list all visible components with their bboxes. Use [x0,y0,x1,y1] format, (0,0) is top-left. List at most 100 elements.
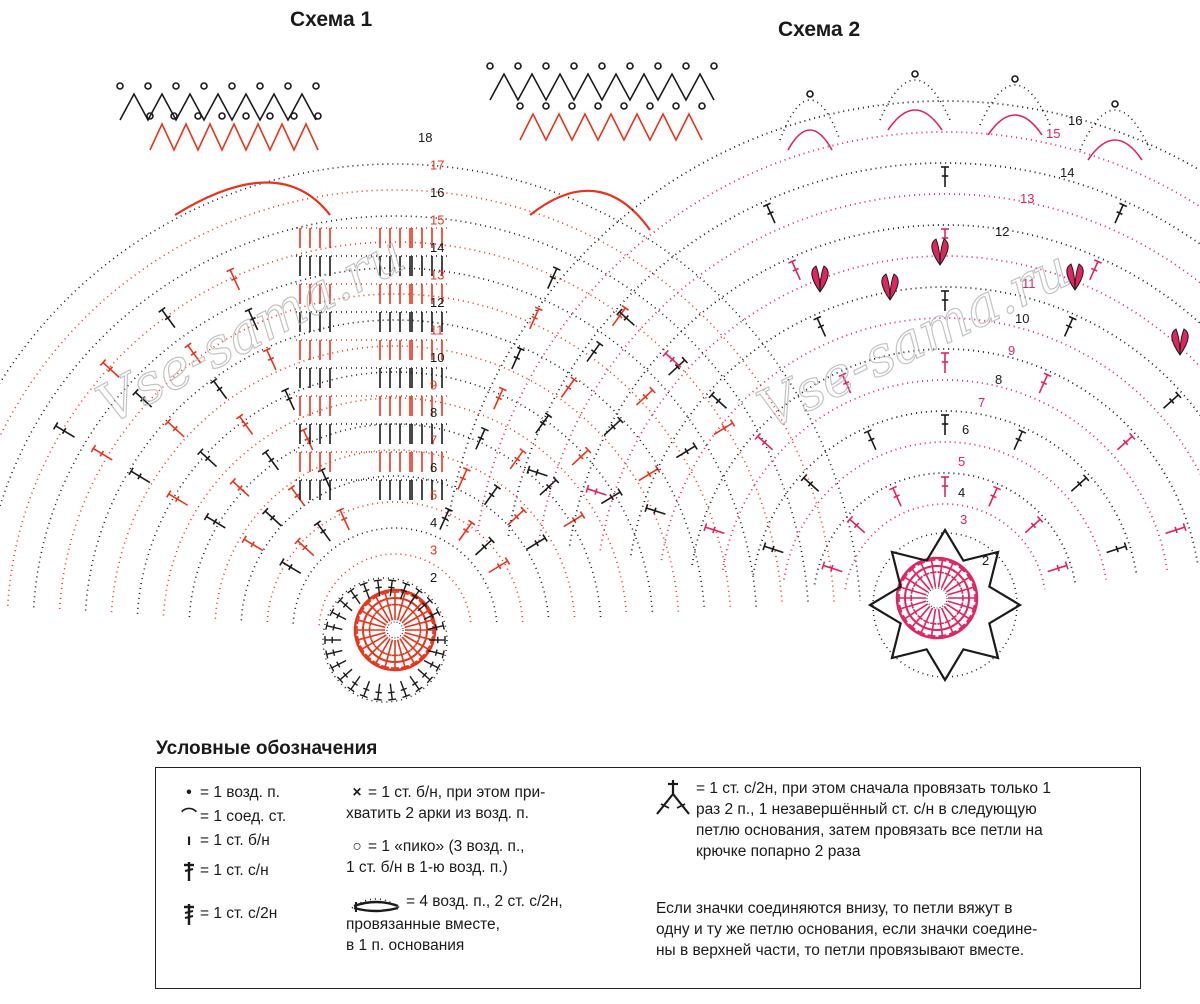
fan-stitch [1070,474,1090,492]
chain-arc [188,423,602,618]
row-number: 13 [1020,191,1034,206]
fan-column-stitch [203,512,226,529]
fan-column-stitch [525,534,548,551]
fan-column-stitch [713,419,736,436]
row-number: 2 [982,553,989,568]
picot [170,112,178,120]
ring-stitch [898,600,927,613]
ring-outer-stitch [336,596,353,612]
picot [698,102,706,110]
row-number: 4 [430,515,437,530]
fan-column-stitch [668,356,689,376]
ring-outer-stitch [399,581,411,600]
fan-column-stitch [493,386,507,410]
fan-column-stitch [488,557,511,574]
fan-stitch [585,484,607,496]
row-number: 7 [978,395,985,410]
ring-stitch [898,594,926,602]
row-number: 16 [1068,113,1082,128]
fan-column-stitch [483,483,502,506]
fan-column-stitch [241,535,264,552]
row-number: 14 [1060,165,1074,180]
fan-stitch [1116,432,1136,451]
ring-stitch [381,591,394,621]
fan-stitch [1162,391,1182,409]
ring-stitch [947,600,976,613]
ring-outer-stitch [336,668,353,684]
fan-stitch [988,485,1002,507]
ring-outer-stitch [417,596,434,612]
fan-column-stitch [226,267,241,291]
row-number: 15 [430,213,444,228]
fan-stitch [888,485,902,507]
chain-arc [844,503,1046,590]
fan-column-stitch [586,340,604,363]
fan-stitch [644,503,666,515]
fan-column-stitch [638,465,661,482]
row-number: 9 [430,378,437,393]
fan-stitch [1047,561,1069,573]
row-number: 16 [430,185,444,200]
row-number: 4 [958,485,965,500]
legend-item-treble-crochet: = 1 ст. с/2н [178,902,277,926]
row-number: 5 [958,454,965,469]
ring-outer-stitch [324,636,341,644]
ring-outer-stitch [409,675,423,693]
picot [654,62,662,70]
row-number: 18 [418,130,432,145]
treble-crochet-icon [178,902,200,926]
legend-item-split-treble: = 1 ст. с/2н, при этом сначала провязать… [650,778,1051,862]
fan-column-stitch [571,446,592,466]
ring-stitch [364,599,389,624]
row-number: 9 [1008,343,1015,358]
fan-stitch [941,414,949,435]
watermark-2: Vse-sama.ru [748,237,1079,442]
fan-column-stitch [539,476,560,496]
fan-column-stitch [235,413,254,435]
chain-arc [136,371,654,614]
ring-stitch [403,634,431,653]
row-number: 3 [960,512,967,527]
fan-stitch [800,474,820,492]
fan-stitch [662,349,681,368]
scallop-inner [987,114,1043,136]
legend-item-chain: •= 1 возд. п. [178,782,280,803]
chain-arc [660,317,1200,561]
fan-stitch [762,542,784,554]
ring-stitch [908,605,931,630]
ring-stitch [372,638,391,666]
ring-outer-stitch [427,621,445,631]
picot [284,82,292,90]
ring-stitch [927,559,937,588]
picot [514,62,522,70]
picot [194,112,202,120]
fan-column-stitch [184,342,202,364]
ring-stitch [403,607,431,626]
ring-stitch [381,639,394,669]
ring-outer-stitch [409,587,423,605]
fan-column-stitch [458,519,476,541]
fan-column-stitch [535,412,553,434]
ring-outer-stitch [423,608,441,621]
fan-column-stitch [336,507,350,531]
ring-stitch [359,607,387,626]
fan-column-stitch [313,520,331,542]
picot [542,102,550,110]
chain-arc [476,131,1200,532]
fan-stitch [821,561,843,573]
fan-column-stitch [439,507,453,530]
fan-stitch [1165,523,1187,535]
picot [144,82,152,90]
fan-column-stitch [128,467,151,484]
ring-stitch [940,607,957,635]
chain-arc [599,255,1200,551]
ring-stitch [356,631,386,644]
ring-stitch [391,591,399,620]
leaf-cluster [1066,263,1084,291]
row-number: 2 [430,570,437,585]
picot [172,82,180,90]
scallop [879,79,951,121]
fan-column-stitch [244,307,259,331]
ring-outer-stitch [329,659,347,672]
